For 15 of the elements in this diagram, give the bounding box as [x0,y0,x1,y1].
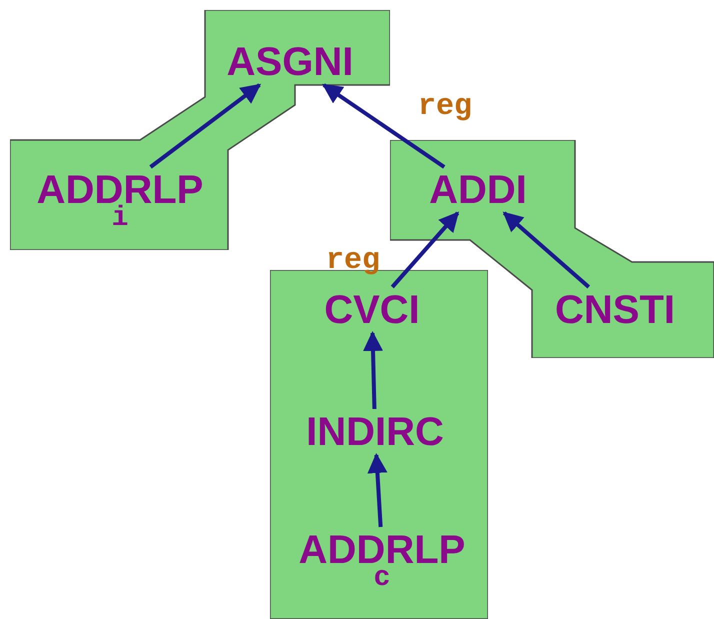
arrow [149,83,262,169]
edge-label: reg [418,92,472,122]
node-label: CVCI [307,287,437,333]
arrow [322,83,446,169]
edge-label: reg [326,246,380,276]
arrow [390,212,460,288]
subscript-label: i [110,205,130,233]
arrow [363,331,383,410]
node-label: CNSTI [540,287,690,333]
arrow [502,212,590,288]
node-label: INDIRC [290,409,460,455]
subscript-label: c [372,565,392,593]
arrow [367,453,388,528]
node-label: ASGNI [215,39,365,85]
node-label: ADDI [423,167,533,213]
